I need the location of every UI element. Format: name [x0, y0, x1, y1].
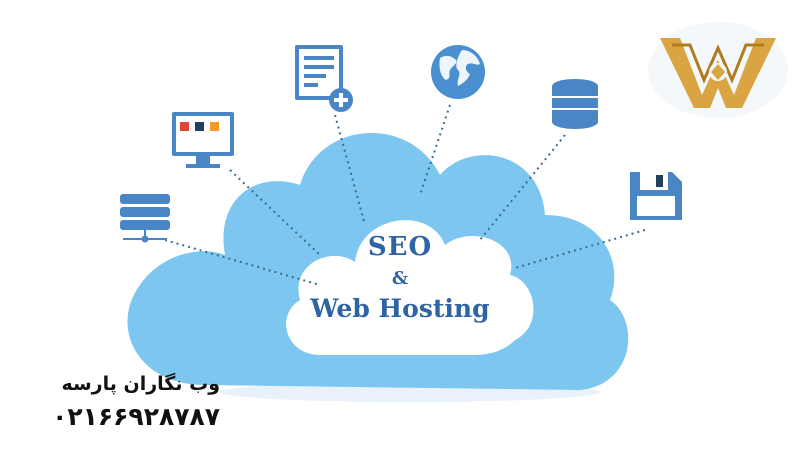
phone-number: ۰۲۱۶۶۹۲۸۷۸۷ [52, 402, 220, 431]
connector-lines [164, 104, 646, 286]
server-rack-icon [120, 194, 170, 243]
logo [648, 22, 788, 118]
web-hosting-text: Web Hosting [310, 294, 490, 323]
cloud [127, 132, 629, 390]
floppy-disk-icon [630, 172, 682, 220]
document-add-icon [295, 45, 353, 112]
seo-text: SEO [367, 232, 433, 262]
globe-icon [431, 45, 485, 99]
database-icon [552, 79, 598, 129]
company-name: وب نگاران پارسه [61, 373, 220, 395]
monitor-icon [172, 112, 234, 168]
ampersand-text: & [391, 268, 409, 289]
